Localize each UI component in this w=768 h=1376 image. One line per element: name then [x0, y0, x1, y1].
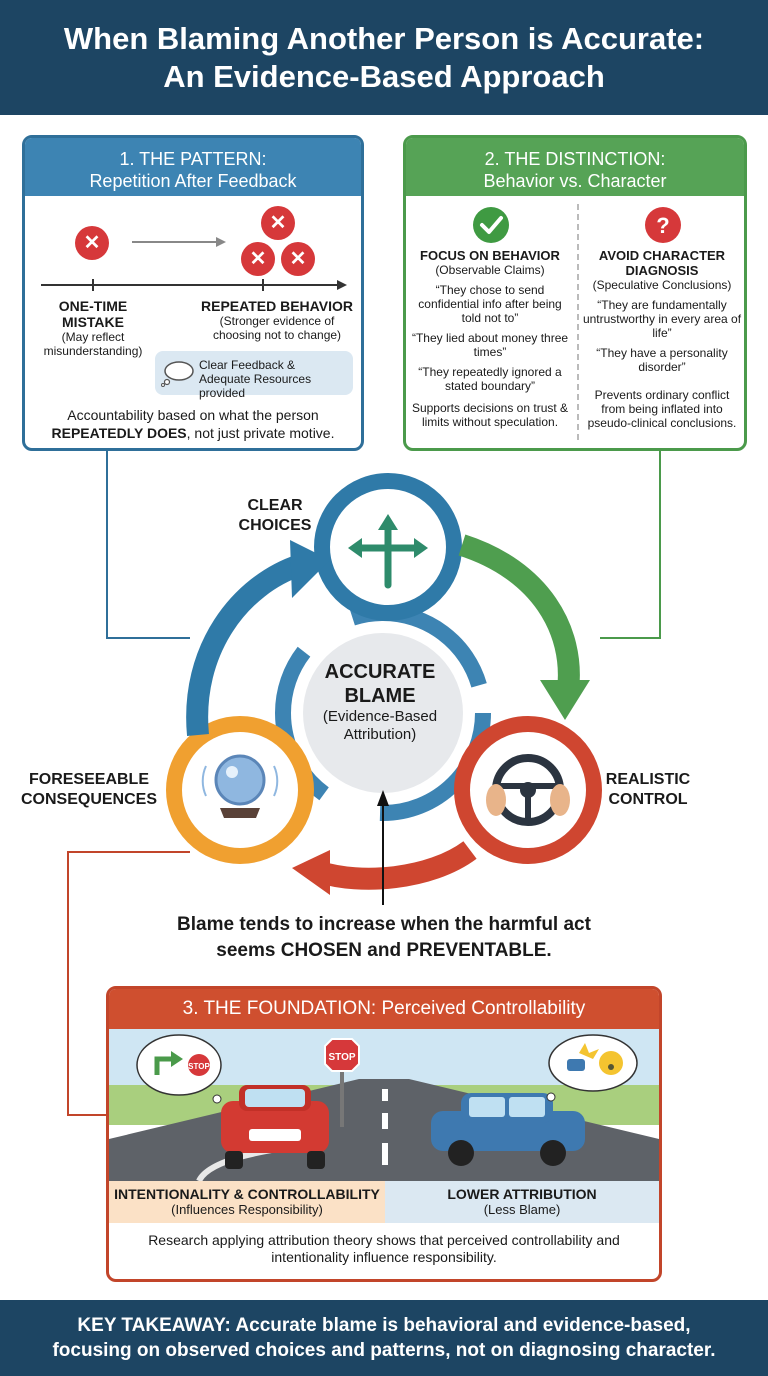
distinction-subheading: Behavior vs. Character	[483, 171, 667, 191]
repeated-title: REPEATED BEHAVIOR	[201, 298, 353, 314]
repeated-block: REPEATED BEHAVIOR (Stronger evidence of …	[197, 298, 357, 342]
arrow-green	[458, 534, 580, 692]
foundation-connector	[67, 851, 190, 1116]
center-title: ACCURATE BLAME	[324, 661, 436, 707]
behavior-footer: Supports decisions on trust & limits wit…	[411, 401, 569, 429]
accountability-rest: , not just private motive.	[186, 425, 335, 441]
thought-cloud-icon	[136, 1034, 222, 1104]
arrow-green-head	[540, 680, 590, 720]
character-footer: Prevents ordinary conflict from being in…	[587, 388, 737, 430]
page-title-line1: When Blaming Another Person is Accurate:	[63, 21, 705, 56]
x-mark-icon: ✕	[75, 226, 109, 260]
foundation-heading: 3. THE FOUNDATION: Perceived Controllabi…	[109, 989, 659, 1029]
crystal-ball-icon	[201, 754, 279, 818]
progress-arrow	[132, 237, 226, 247]
feedback-note-text: Clear Feedback & Adequate Resources prov…	[199, 358, 312, 400]
intentionality-label: INTENTIONALITY & CONTROLLABILITY (Influe…	[109, 1181, 385, 1223]
character-title: AVOID CHARACTER DIAGNOSIS	[598, 248, 726, 278]
character-quote: “They are fundamentally untrustworthy in…	[582, 298, 742, 340]
page-header: When Blaming Another Person is Accurate:…	[0, 0, 768, 115]
split-arrow-icon	[348, 514, 428, 589]
clear-choices-label: CLEAR CHOICES	[238, 497, 312, 534]
distinction-heading: 2. THE DISTINCTION:	[484, 149, 666, 169]
road-scene: STOP STOP	[109, 1029, 659, 1181]
key-takeaway-line1: KEY TAKEAWAY: Accurate blame is behavior…	[77, 1315, 691, 1336]
question-icon: ?	[645, 207, 681, 243]
thought-cloud-icon	[161, 361, 194, 387]
distinction-panel: 2. THE DISTINCTION: Behavior vs. Charact…	[403, 135, 747, 451]
one-time-sub: (May reflect misunderstanding)	[43, 330, 143, 358]
arrow-red	[316, 840, 477, 890]
behavior-quote: “They repeatedly ignored a stated bounda…	[418, 365, 562, 393]
distinction-connector	[600, 451, 661, 639]
one-time-block: ONE-TIME MISTAKE (May reflect misunderst…	[33, 298, 153, 358]
character-sub: (Speculative Conclusions)	[592, 278, 732, 292]
key-takeaway: KEY TAKEAWAY: Accurate blame is behavior…	[0, 1300, 768, 1376]
accountability-line1: Accountability based on what the person	[67, 407, 319, 423]
key-takeaway-line2: focusing on observed choices and pattern…	[52, 1340, 716, 1361]
x-mark-icon: ✕	[281, 242, 315, 276]
timeline-axis	[41, 279, 347, 291]
character-column: AVOID CHARACTER DIAGNOSIS (Speculative C…	[582, 248, 742, 430]
research-text: Research applying attribution theory sho…	[148, 1232, 620, 1265]
check-icon	[473, 207, 509, 243]
car-icon	[431, 1093, 585, 1166]
feedback-note: Clear Feedback & Adequate Resources prov…	[155, 351, 353, 400]
steering-wheel-icon	[486, 754, 570, 826]
arrow-red-head	[292, 850, 330, 895]
center-sub: (Evidence-Based Attribution)	[322, 708, 438, 743]
arrow-blue	[186, 554, 304, 737]
foreseeable-label: FORESEEABLE CONSEQUENCES	[20, 771, 158, 808]
accountability-bold: REPEATEDLY DOES	[51, 425, 187, 441]
blame-statement: Blame tends to increase when the harmful…	[0, 912, 768, 964]
character-quote: “They have a personality disorder”	[596, 346, 728, 374]
behavior-column: FOCUS ON BEHAVIOR (Observable Claims) “T…	[410, 248, 570, 429]
repeated-sub: (Stronger evidence of choosing not to ch…	[212, 314, 342, 342]
x-mark-icon: ✕	[241, 242, 275, 276]
behavior-sub: (Observable Claims)	[435, 263, 545, 277]
distinction-header: 2. THE DISTINCTION: Behavior vs. Charact…	[406, 138, 744, 196]
pattern-heading: 1. THE PATTERN:	[119, 149, 267, 169]
pattern-subheading: Repetition After Feedback	[89, 171, 297, 191]
lower-attribution-title: LOWER ATTRIBUTION	[447, 1186, 597, 1202]
x-mark-icon: ✕	[261, 206, 295, 240]
behavior-quote: “They lied about money three times”	[411, 331, 569, 359]
pattern-header: 1. THE PATTERN: Repetition After Feedbac…	[25, 138, 361, 196]
stop-sign-icon	[324, 1038, 360, 1127]
arrow-blue-head	[290, 540, 330, 598]
lower-attribution-label: LOWER ATTRIBUTION (Less Blame)	[385, 1181, 659, 1223]
center-circle	[303, 633, 463, 793]
car-icon	[221, 1085, 329, 1169]
accountability-text: Accountability based on what the person …	[25, 406, 361, 442]
center-label: ACCURATE BLAME (Evidence-Based Attributi…	[305, 660, 455, 744]
blame-statement-line2: seems CHOSEN and PREVENTABLE.	[216, 940, 552, 961]
page-title-line2: An Evidence-Based Approach	[163, 59, 605, 94]
realistic-control-label: REALISTIC CONTROL	[605, 771, 691, 808]
thought-cloud-icon	[546, 1034, 638, 1102]
column-divider	[577, 204, 579, 440]
intentionality-title: INTENTIONALITY & CONTROLLABILITY	[114, 1186, 380, 1202]
foundation-panel: 3. THE FOUNDATION: Perceived Controllabi…	[106, 986, 662, 1282]
pattern-panel: 1. THE PATTERN: Repetition After Feedbac…	[22, 135, 364, 451]
svg-text:?: ?	[656, 213, 669, 238]
intentionality-sub: (Influences Responsibility)	[171, 1202, 323, 1217]
blame-statement-line1: Blame tends to increase when the harmful…	[177, 914, 591, 935]
behavior-quote: “They chose to send confidential info af…	[418, 283, 562, 325]
lower-attribution-sub: (Less Blame)	[483, 1202, 561, 1217]
stop-sign-text: STOP	[328, 1052, 355, 1063]
behavior-title: FOCUS ON BEHAVIOR	[420, 248, 560, 263]
one-time-title: ONE-TIME MISTAKE	[58, 298, 128, 330]
cloud-stop-text: STOP	[188, 1062, 210, 1071]
pattern-connector	[106, 451, 190, 639]
